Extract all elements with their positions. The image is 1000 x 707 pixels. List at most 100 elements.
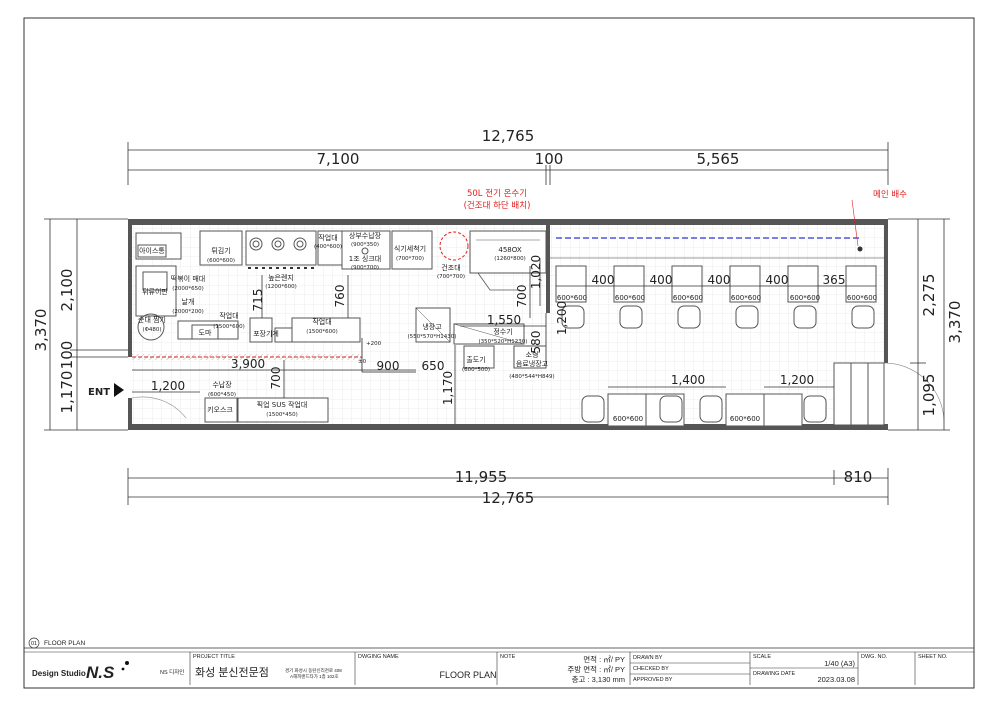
label-range: 높은렌지 bbox=[268, 273, 294, 282]
company-name: NS 디자인 bbox=[160, 668, 184, 676]
table-size-7: 600*600 bbox=[613, 415, 643, 423]
label-pickup-size: (1500*450) bbox=[266, 412, 298, 418]
dim-bottom-total: 12,765 bbox=[482, 489, 535, 507]
dim-top-right: 5,565 bbox=[697, 150, 740, 168]
dim-left-upper: 2,100 bbox=[58, 269, 76, 312]
entrance-label: ENT bbox=[88, 387, 110, 398]
logo-mark: N.S bbox=[86, 663, 115, 682]
label-range-size: (1200*600) bbox=[265, 284, 297, 290]
label-storage-low: 수납장 bbox=[212, 380, 232, 389]
label-box: 458OX bbox=[498, 246, 521, 254]
project-title: 화성 분신전문점 bbox=[195, 666, 269, 679]
label-dish-size: (700*700) bbox=[396, 256, 424, 262]
label-fish: 튀류이판 bbox=[142, 287, 168, 296]
dim-400-d: 400 bbox=[766, 273, 789, 287]
label-fridge: 냉장고 bbox=[422, 322, 442, 331]
project-title-label: PROJECT TITLE bbox=[193, 654, 235, 660]
dim-1020: 1,020 bbox=[529, 255, 543, 289]
dim-900: 900 bbox=[377, 359, 400, 373]
dwging-name: FLOOR PLAN bbox=[439, 670, 496, 680]
label-dispenser-size: (600*500) bbox=[462, 367, 490, 373]
wall-top bbox=[128, 219, 888, 225]
label-work-top: 작업대 bbox=[318, 233, 337, 242]
table-size-2: 600*600 bbox=[615, 294, 645, 302]
dim-1200: 1,200 bbox=[151, 379, 185, 393]
heater-note-2: (건조대 하단 배치) bbox=[464, 200, 531, 211]
label-tteok: 떡볶이 매대 bbox=[171, 274, 205, 283]
label-pack: 포장기계 bbox=[253, 329, 279, 338]
dim-400-c: 400 bbox=[708, 273, 731, 287]
label-cutting: 도마 bbox=[199, 328, 212, 337]
area-kitchen: 주방 면적 : ㎡/ PY bbox=[567, 664, 625, 674]
dim-left-mid: 100 bbox=[58, 341, 76, 370]
sheet-border bbox=[23, 17, 975, 689]
table-size-8: 600*600 bbox=[730, 415, 760, 423]
equipment-labels: 아이스통 튀김기 (600*600) 작업대 (400*600) 높은렌지 (1… bbox=[138, 231, 555, 418]
dim-700-b: 700 bbox=[269, 367, 283, 390]
sheet-caption: FLOOR PLAN bbox=[44, 640, 85, 647]
table-size-4: 600*600 bbox=[731, 294, 761, 302]
label-work1: 작업대 bbox=[219, 311, 238, 320]
label-storage-top-size: (900*350) bbox=[351, 242, 379, 248]
title-block: 01 FLOOR PLAN Design Studio N.S NS 디자인 P… bbox=[24, 637, 974, 685]
note-label: NOTE bbox=[500, 654, 516, 660]
label-work1-size: (1500*600) bbox=[213, 324, 245, 330]
table-labels: 600*600 600*600 600*600 600*600 600*600 … bbox=[557, 294, 877, 423]
label-storage-low-size: (600*450) bbox=[208, 392, 236, 398]
label-naengmyeon-size: (2000*200) bbox=[172, 309, 204, 315]
dim-left-lower: 1,170 bbox=[58, 371, 76, 414]
dim-bottom-main: 11,955 bbox=[455, 468, 508, 486]
label-small-fridge-size: (480*544*H849) bbox=[509, 374, 554, 380]
drawing-date: 2023.03.08 bbox=[817, 675, 855, 684]
ceiling-height: 층고 : 3,130 mm bbox=[572, 675, 625, 684]
dim-400-a: 400 bbox=[592, 273, 615, 287]
address-line2: A해피랜드타가 1층 102호 bbox=[290, 673, 339, 680]
dim-left-total: 3,370 bbox=[32, 309, 50, 352]
dim-top-gap: 100 bbox=[535, 150, 564, 168]
heater-note-1: 50L 전기 온수기 bbox=[467, 188, 527, 199]
table-size-3: 600*600 bbox=[673, 294, 703, 302]
label-sundae: 순대 찜기 bbox=[138, 315, 166, 324]
dim-bottom-side: 810 bbox=[844, 468, 873, 486]
partition-wall bbox=[546, 219, 550, 313]
dim-3900: 3,900 bbox=[231, 357, 265, 371]
scale-value: 1/40 (A3) bbox=[824, 659, 855, 668]
label-work-top-size: (400*600) bbox=[314, 244, 342, 250]
dim-1170: 1,170 bbox=[441, 371, 455, 405]
label-small-fridge: 소형 bbox=[526, 351, 539, 359]
dim-365: 365 bbox=[823, 273, 846, 287]
dim-1200-hall: 1,200 bbox=[780, 373, 814, 387]
level-plus200: +200 bbox=[366, 341, 382, 347]
approved-by-label: APPROVED BY bbox=[633, 677, 673, 683]
area-total: 면적 : ㎡/ PY bbox=[583, 654, 625, 664]
table-size-6: 600*600 bbox=[847, 294, 877, 302]
label-purifier: 정수기 bbox=[493, 327, 512, 336]
wall-left-upper bbox=[128, 219, 132, 357]
label-work2-size: (1500*600) bbox=[306, 329, 338, 335]
dwg-no-label: DWG. NO. bbox=[861, 654, 888, 660]
drain-note: 메인 배수 bbox=[873, 189, 907, 200]
table-size-5: 600*600 bbox=[790, 294, 820, 302]
label-pickup: 픽업 SUS 작업대 bbox=[257, 400, 308, 409]
sheet-number-circle: 01 bbox=[31, 641, 37, 647]
wall-right-upper bbox=[884, 219, 888, 363]
dim-1550: 1,550 bbox=[487, 313, 521, 327]
drawing-date-label: DRAWING DATE bbox=[753, 671, 795, 677]
dim-760: 760 bbox=[333, 285, 347, 308]
level-zero: ±0 bbox=[358, 359, 367, 365]
checked-by-label: CHECKED BY bbox=[633, 666, 669, 672]
label-naengmyeon: 날개 bbox=[182, 297, 195, 306]
dim-1200-v: 1,200 bbox=[555, 301, 569, 335]
dim-715: 715 bbox=[251, 289, 265, 312]
label-sink: 1조 싱크대 bbox=[349, 254, 381, 263]
label-purifier-size: (350*520*H1230) bbox=[479, 339, 528, 345]
dim-1400: 1,400 bbox=[671, 373, 705, 387]
dim-580: 580 bbox=[529, 331, 543, 354]
floor-plan: 12,765 7,100 100 5,565 11,955 810 12,765… bbox=[32, 127, 964, 507]
label-work2: 작업대 bbox=[312, 317, 331, 326]
logo-text: Design Studio bbox=[32, 669, 86, 678]
wall-left-lower bbox=[128, 398, 132, 430]
dim-top-total: 12,765 bbox=[482, 127, 535, 145]
sheet-no-label: SHEET NO. bbox=[918, 654, 948, 660]
label-dryer-size: (700*700) bbox=[437, 274, 465, 280]
